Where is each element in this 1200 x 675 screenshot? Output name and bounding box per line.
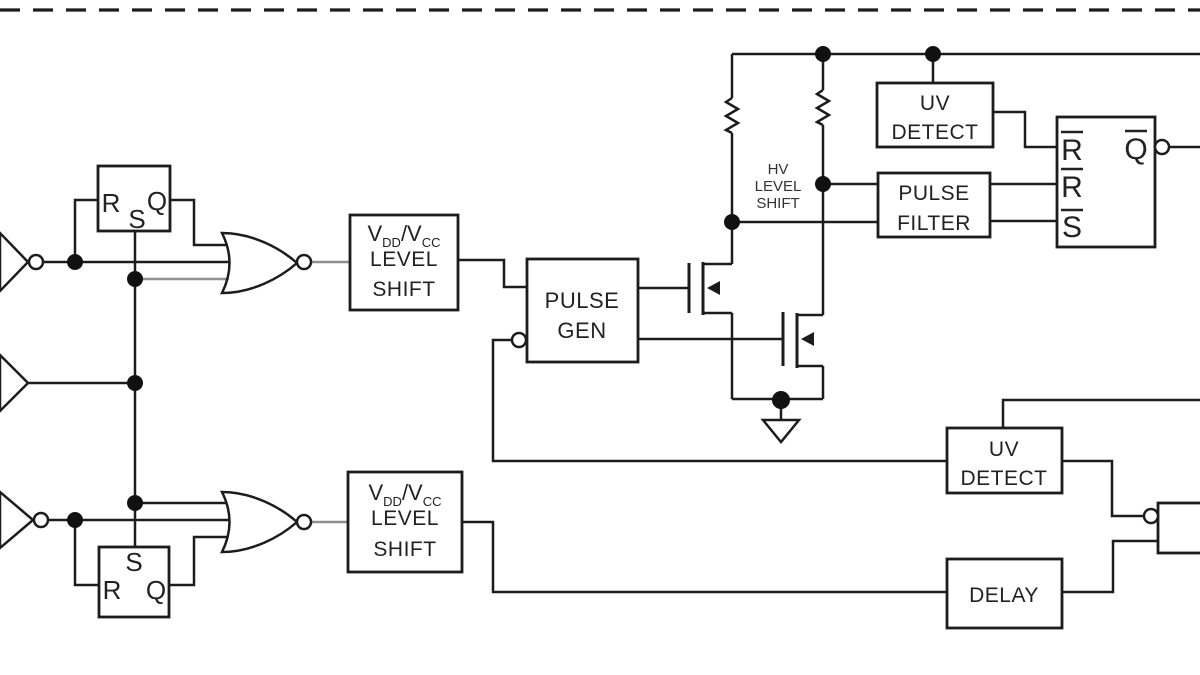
resistor2: [814, 88, 832, 127]
ls1-vddvcc: VDD/VCC: [367, 221, 440, 250]
pulse-gen-line2: GEN: [557, 318, 606, 343]
junction-dot: [67, 254, 83, 270]
junction-dot: [127, 271, 143, 287]
inverter-bubble: [27, 253, 45, 271]
latch1-s-label: S: [128, 204, 145, 234]
ls1-level: LEVEL: [370, 248, 438, 271]
latch3-rbar2: R: [1061, 171, 1083, 204]
junction-dot: [127, 495, 143, 511]
delay-box: DELAY: [945, 557, 1064, 630]
junction-dot: [127, 375, 143, 391]
output-driver-box: [1142, 501, 1200, 555]
level-shift-low-box: VDD/VCC LEVEL SHIFT: [346, 470, 464, 574]
uv-detect-low-box: UV DETECT: [945, 426, 1064, 495]
latch2-r-label: R: [103, 575, 122, 605]
inverter-bubble: [32, 511, 50, 529]
hv-line2: LEVEL: [755, 178, 802, 195]
pulse-gen-bubble: [510, 331, 528, 349]
nor1-bubble: [295, 253, 313, 271]
nor-gate-1: [219, 231, 313, 295]
input-buffer-3: [0, 490, 50, 550]
ls1-shift: SHIFT: [372, 278, 435, 301]
wire-ls2-delay: [462, 520, 947, 594]
ground-symbol: [760, 418, 802, 444]
junction-dots: [67, 46, 941, 528]
wire-uvdetect2-driver: [1062, 459, 1144, 518]
wire-latch1-q-nor1: [170, 198, 240, 247]
latch3-qbar-bubble: [1153, 138, 1171, 156]
ls2-vddvcc: VDD/VCC: [368, 480, 441, 509]
rs-latch-1: R S Q: [96, 164, 172, 234]
pf-line2: FILTER: [897, 212, 971, 235]
latch1-q-label: Q: [147, 186, 167, 216]
mosfet2-arrow: [801, 332, 814, 346]
latch2-q-label: Q: [146, 575, 166, 605]
hv-line1: HV: [768, 161, 789, 178]
input-buffer-1: [0, 231, 45, 293]
nor2-bubble: [295, 513, 313, 531]
uv2-line1: UV: [989, 438, 1019, 461]
hv-mosfet-1: [687, 262, 720, 315]
pulse-gen-box: PULSE GEN: [510, 257, 640, 364]
wire-ls1-pulsegen: [458, 258, 527, 289]
wire-uvdetect1-latch: [993, 110, 1057, 149]
wire-latch2-q-nor2: [169, 535, 240, 587]
uv1-line1: UV: [920, 92, 950, 115]
junction-dot: [815, 176, 831, 192]
latch1-r-label: R: [102, 188, 121, 218]
mosfet1-arrow: [707, 281, 720, 295]
delay-label: DELAY: [969, 584, 1039, 607]
wire-latch1-r: [73, 198, 98, 262]
level-shift-high-box: VDD/VCC LEVEL SHIFT: [348, 213, 460, 312]
hv-mosfet-2: [781, 312, 814, 368]
ls2-level: LEVEL: [371, 507, 439, 530]
junction-dot: [815, 46, 831, 62]
pf-line1: PULSE: [898, 182, 969, 205]
ls2-shift: SHIFT: [373, 538, 436, 561]
input-buffer-2: [0, 353, 30, 413]
wire-pulsegen-uvdetect2: [491, 338, 947, 463]
hv-line3: SHIFT: [756, 195, 799, 212]
latch2-s-label: S: [125, 547, 142, 577]
latch3-qbar: Q: [1124, 133, 1147, 166]
junction-dot: [772, 391, 790, 409]
junction-dot: [724, 214, 740, 230]
pulse-filter-box: PULSE FILTER: [876, 171, 992, 239]
latch3-sbar: S: [1062, 211, 1082, 244]
wire-latch2-r: [73, 520, 99, 587]
latch3-rbar1: R: [1061, 134, 1083, 167]
wire-delay-driver: [1062, 539, 1158, 594]
junction-dot: [67, 512, 83, 528]
nor-gate-2: [219, 490, 313, 554]
driver-input-bubble: [1142, 507, 1160, 525]
resistor1: [723, 96, 741, 135]
pulse-gen-line1: PULSE: [545, 288, 620, 313]
uv1-line2: DETECT: [892, 121, 979, 144]
junction-dot: [925, 46, 941, 62]
rs-latch-2: S R Q: [97, 545, 171, 619]
uv-detect-high-box: UV DETECT: [875, 81, 995, 149]
uv2-line2: DETECT: [961, 467, 1048, 490]
set-reset-latch-box: R R S Q: [1055, 115, 1171, 249]
hv-level-shift-label: HV LEVEL SHIFT: [755, 161, 802, 212]
wire-uvdetect2-top: [1001, 398, 1200, 428]
